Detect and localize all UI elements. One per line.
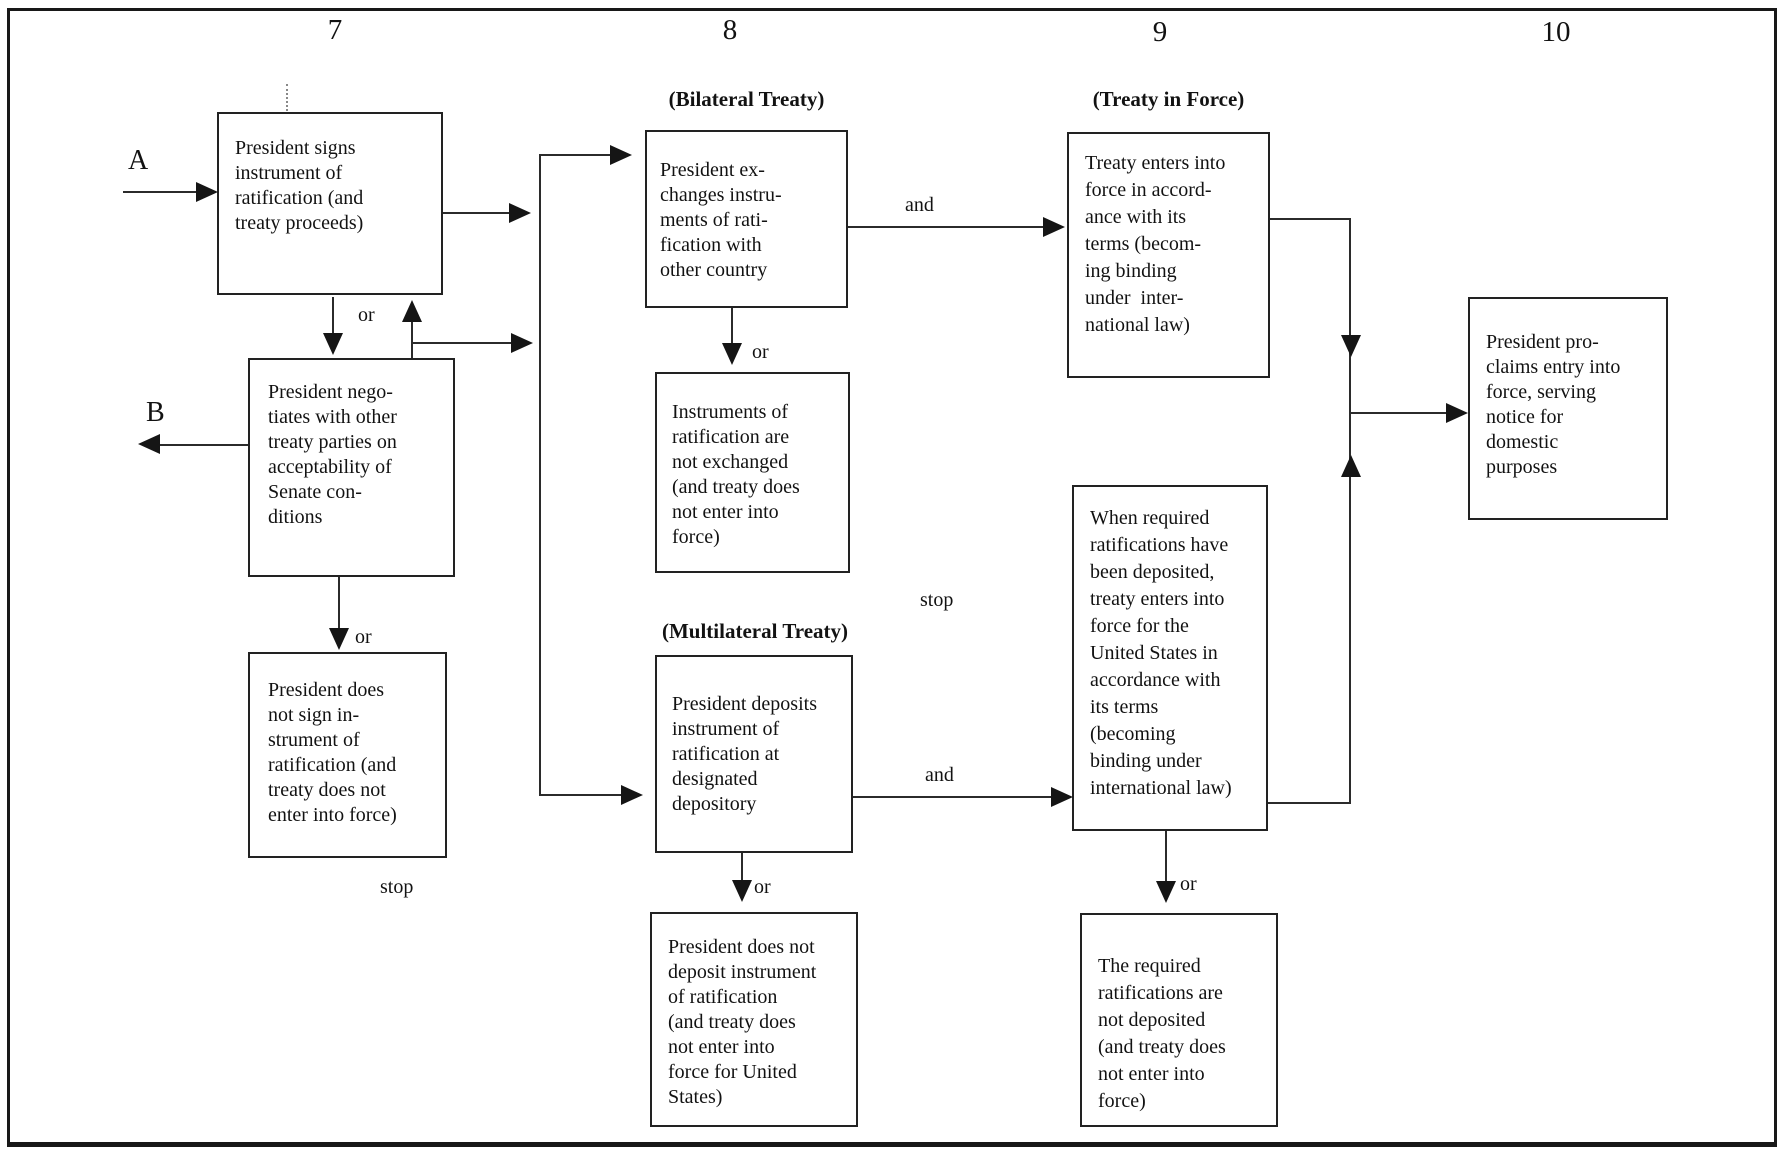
bend-line-treatyforce-top (1270, 218, 1351, 220)
arrowhead-negotiates-to-trunk (511, 333, 533, 353)
column-header-8: 8 (722, 14, 738, 46)
arrowhead-merge-down (1341, 335, 1361, 357)
flow-box-president-does-not-deposit: President does not deposit instrument of… (650, 912, 858, 1127)
flow-box-instruments-not-exchanged: Instruments of ratification are not exch… (655, 372, 850, 573)
arrowhead-merge-to-proclaims (1446, 403, 1468, 423)
arrow-line-negotiates-to-trunk (412, 342, 515, 344)
column-header-10: 10 (1541, 16, 1571, 48)
arrowhead-signs-to-trunk (509, 203, 531, 223)
arrow-line-merge-to-proclaims (1351, 412, 1450, 414)
flow-box-ratifications-deposited: When required ratifications have been de… (1072, 485, 1268, 831)
arrowhead-deposits-to-notdeposit (732, 880, 752, 902)
arrowhead-merge-up (1341, 455, 1361, 477)
connector-label-a: A (128, 145, 149, 176)
arrow-line-a-entry (123, 191, 198, 193)
or-label-signs-negotiates: or (358, 304, 375, 326)
arrowhead-negotiates-to-signs (402, 300, 422, 322)
and-label-multilateral: and (925, 764, 954, 786)
arrow-line-trunk-to-multilateral (541, 794, 625, 796)
column-header-7: 7 (327, 14, 343, 46)
stop-label-not-exchanged: stop (920, 589, 954, 611)
flow-box-ratifications-not-deposited: The required ratifications are not depos… (1080, 913, 1278, 1127)
arrow-line-and-bilateral (848, 226, 1045, 228)
flow-box-treaty-enters-force: Treaty enters into force in accord- ance… (1067, 132, 1270, 378)
arrow-line-deposited-to-notdeposited (1165, 831, 1167, 893)
arrow-line-negotiates-to-notsign (338, 577, 340, 632)
flow-box-president-does-not-sign: President does not sign in- strument of … (248, 652, 447, 858)
and-label-bilateral: and (905, 194, 934, 216)
merge-line-upper (1349, 218, 1351, 414)
stop-label-not-signed: stop (380, 876, 414, 898)
heading-treaty-in-force: (Treaty in Force) (1092, 87, 1245, 111)
connector-label-b: B (146, 397, 165, 428)
arrow-line-signs-to-trunk (443, 212, 513, 214)
or-label-multilateral: or (754, 876, 771, 898)
column-header-9: 9 (1152, 16, 1168, 48)
merge-line-lower (1349, 414, 1351, 802)
arrowhead-exchanges-to-notexchanged (722, 343, 742, 365)
arrow-line-deposits-to-notdeposit (741, 853, 743, 884)
arrow-line-exchanges-to-notexchanged (731, 308, 733, 347)
bend-line-ratifications-bottom (1268, 802, 1351, 804)
arrowhead-signs-to-negotiates (323, 333, 343, 355)
flow-box-president-deposits: President deposits instrument of ratific… (655, 655, 853, 853)
heading-bilateral-treaty: (Bilateral Treaty) (668, 87, 825, 111)
arrowhead-negotiates-to-notsign (329, 628, 349, 650)
flow-box-president-exchanges: President ex- changes instru- ments of r… (645, 130, 848, 308)
arrowhead-trunk-to-bilateral (610, 145, 632, 165)
arrowhead-and-bilateral (1043, 217, 1065, 237)
arrow-line-negotiates-to-signs (411, 320, 413, 358)
arrow-line-b-exit (156, 444, 248, 446)
arrow-line-and-multilateral (853, 796, 1055, 798)
arrow-line-signs-to-negotiates (332, 297, 334, 337)
dotted-stub-line (286, 84, 288, 111)
or-label-ratifications: or (1180, 873, 1197, 895)
arrowhead-trunk-to-multilateral (621, 785, 643, 805)
or-label-bilateral: or (752, 341, 769, 363)
arrowhead-b-exit (138, 434, 160, 454)
flow-box-president-signs: President signs instrument of ratificati… (217, 112, 443, 295)
arrow-line-trunk-to-bilateral (541, 154, 614, 156)
arrowhead-and-multilateral (1051, 787, 1073, 807)
flow-box-president-proclaims: President pro- claims entry into force, … (1468, 297, 1668, 520)
heading-multilateral-treaty: (Multilateral Treaty) (661, 619, 849, 643)
trunk-line (539, 154, 541, 796)
arrowhead-deposited-to-notdeposited (1156, 881, 1176, 903)
flow-box-president-negotiates: President nego- tiates with other treaty… (248, 358, 455, 577)
arrowhead-a-entry (196, 182, 218, 202)
or-label-negotiates-notsign: or (355, 626, 372, 648)
